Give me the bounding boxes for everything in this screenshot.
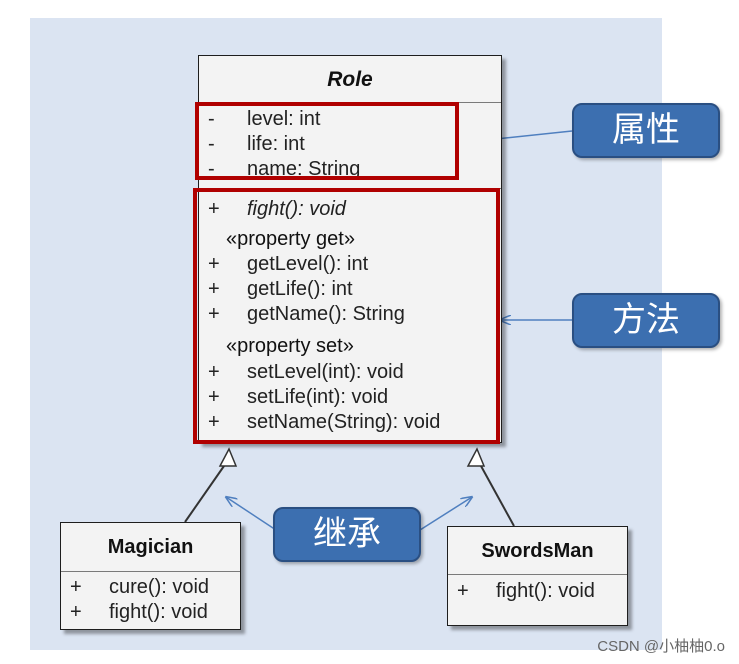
magician-methods-compartment: + cure(): void + fight(): void <box>61 571 240 630</box>
method-row: + getLife(): int <box>199 277 501 302</box>
method-setname: setName(String): void <box>247 411 441 433</box>
arrow-inheritance-left <box>226 497 277 531</box>
role-attributes-compartment: - level: int - life: int - name: String <box>199 102 501 188</box>
inheritance-triangle-swordsman <box>466 447 486 467</box>
attribute-life: life: int <box>247 133 305 155</box>
method-setlife: setLife(int): void <box>247 386 389 408</box>
visibility-marker: + <box>208 386 220 408</box>
arrow-inheritance-right <box>419 497 472 531</box>
visibility-marker: + <box>208 198 220 220</box>
magician-class-header: Magician <box>61 523 240 571</box>
method-fight: fight(): void <box>109 601 208 623</box>
role-class-header: Role <box>199 56 501 102</box>
method-row: + setLevel(int): void <box>199 360 501 385</box>
swordsman-class: SwordsMan + fight(): void <box>447 526 628 626</box>
magician-class-name: Magician <box>107 536 194 558</box>
role-class-name: Role <box>327 68 373 91</box>
visibility-marker: + <box>70 576 82 598</box>
visibility-marker: + <box>208 411 220 433</box>
method-fight: fight(): void <box>496 580 595 602</box>
inheritance-line-magician <box>184 465 225 523</box>
method-getlife: getLife(): int <box>247 278 353 300</box>
visibility-marker: - <box>208 108 215 130</box>
swordsman-methods-compartment: + fight(): void <box>448 574 627 626</box>
methods-callout: 方法 <box>572 293 720 348</box>
method-row: + fight(): void <box>448 579 627 604</box>
method-row: + setLife(int): void <box>199 385 501 410</box>
method-row: + getName(): String <box>199 302 501 327</box>
method-cure: cure(): void <box>109 576 210 598</box>
method-row: + fight(): void <box>61 600 240 625</box>
method-row: + setName(String): void <box>199 410 501 435</box>
role-methods-compartment: + fight(): void «property get» + getLeve… <box>199 188 501 444</box>
watermark: CSDN @小柚柚0.o <box>597 638 725 655</box>
method-row: + getLevel(): int <box>199 252 501 277</box>
inheritance-triangle-magician <box>218 447 238 467</box>
method-getname: getName(): String <box>247 303 405 325</box>
magician-class: Magician + cure(): void + fight(): void <box>60 522 241 630</box>
inheritance-line-swordsman <box>480 465 515 527</box>
attribute-row: - life: int <box>199 132 501 157</box>
method-getlevel: getLevel(): int <box>247 253 369 275</box>
stereotype-property-set: «property set» <box>226 335 354 357</box>
stereotype-row: «property set» <box>199 334 501 359</box>
swordsman-class-header: SwordsMan <box>448 527 627 574</box>
visibility-marker: + <box>457 580 469 602</box>
visibility-marker: + <box>208 361 220 383</box>
methods-highlight-box <box>193 188 500 444</box>
attributes-callout: 属性 <box>572 103 720 158</box>
visibility-marker: + <box>208 278 220 300</box>
attribute-level: level: int <box>247 108 321 130</box>
visibility-marker: - <box>208 158 215 180</box>
swordsman-class-name: SwordsMan <box>481 540 594 562</box>
attribute-row: - level: int <box>199 107 501 132</box>
method-fight-abstract: fight(): void <box>247 198 346 220</box>
visibility-marker: + <box>208 253 220 275</box>
visibility-marker: - <box>208 133 215 155</box>
attribute-row: - name: String <box>199 157 501 182</box>
inheritance-callout: 继承 <box>273 507 421 562</box>
stereotype-row: «property get» <box>199 227 501 252</box>
visibility-marker: + <box>70 601 82 623</box>
method-setlevel: setLevel(int): void <box>247 361 404 383</box>
method-row: + fight(): void <box>199 197 501 222</box>
visibility-marker: + <box>208 303 220 325</box>
method-row: + cure(): void <box>61 575 240 600</box>
stereotype-property-get: «property get» <box>226 228 355 250</box>
role-class: Role - level: int - life: int - name: St… <box>198 55 502 443</box>
attributes-highlight-box <box>195 102 459 180</box>
attribute-name: name: String <box>247 158 361 180</box>
